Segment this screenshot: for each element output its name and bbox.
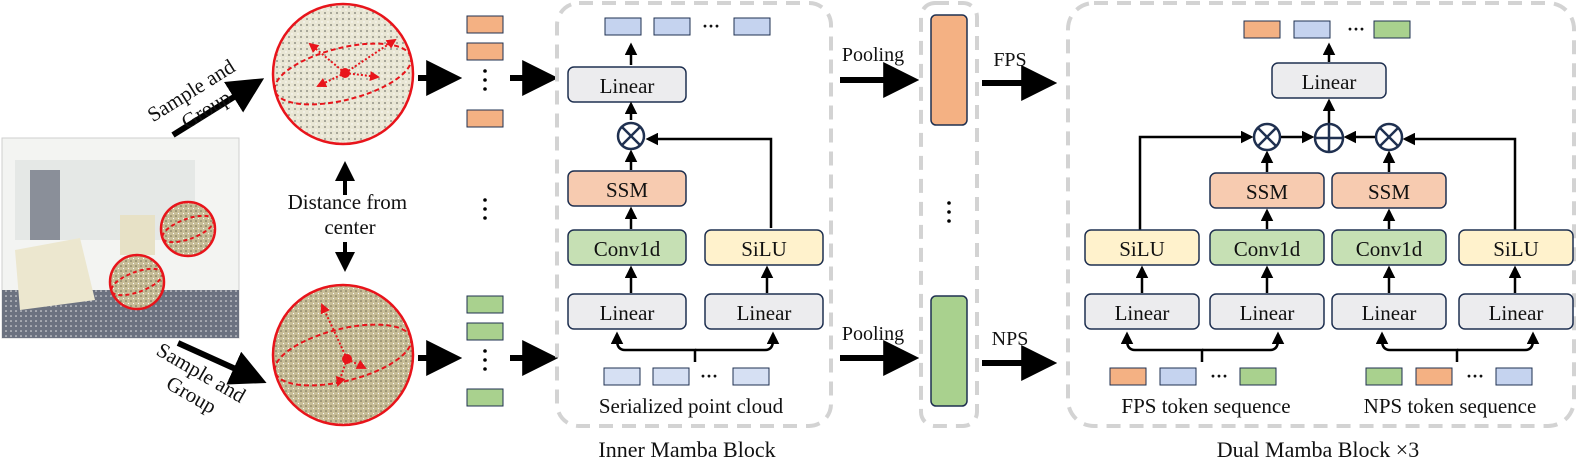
svg-text:Conv1d: Conv1d (1356, 237, 1423, 261)
dual-silu-left (1084, 229, 1200, 266)
inner-ssm (567, 170, 687, 207)
pooled-fps-feature (930, 14, 968, 126)
svg-text:Linear: Linear (1362, 301, 1417, 325)
svg-text:Conv1d: Conv1d (1234, 237, 1301, 261)
dual-linear-3 (1331, 293, 1447, 330)
multiply-icon-left (1252, 122, 1282, 152)
dual-ssm-left (1209, 172, 1325, 209)
green-token-stack (466, 295, 504, 407)
dual-mamba-block: ··· Linear SSM (1066, 1, 1576, 428)
nps-token-sequence-caption: NPS token sequence (1364, 394, 1537, 418)
pooled-features (919, 1, 979, 428)
pooling-label-bottom: Pooling (842, 323, 904, 345)
svg-text:Linear: Linear (1115, 301, 1170, 325)
svg-text:Linear: Linear (737, 301, 792, 325)
svg-text:Linear: Linear (1489, 301, 1544, 325)
group-sphere-bottom (271, 283, 415, 427)
inner-mamba-block: ··· Linear SSM Conv1d SiLU Linear Linear (555, 1, 833, 428)
multiply-icon-right (1374, 122, 1404, 152)
svg-text:SiLU: SiLU (1119, 237, 1165, 261)
dual-linear-4 (1458, 293, 1574, 330)
svg-text:SSM: SSM (1368, 180, 1410, 204)
svg-text:···: ··· (1210, 366, 1228, 386)
fps-token-sequence-caption: FPS token sequence (1121, 394, 1290, 418)
dual-conv1d-left (1209, 229, 1325, 266)
inner-linear-left (567, 293, 687, 330)
vertical-ellipsis (483, 198, 487, 220)
svg-text:Linear: Linear (1302, 70, 1357, 94)
inner-silu (704, 229, 824, 266)
svg-text:···: ··· (1466, 366, 1484, 386)
svg-text:···: ··· (700, 366, 718, 386)
dual-silu-right (1458, 229, 1574, 266)
svg-text:SSM: SSM (1246, 180, 1288, 204)
fps-label: FPS (993, 49, 1026, 71)
sample-group-arrow-top (171, 78, 265, 138)
sample-group-label-top: Sample and Group (143, 51, 256, 147)
svg-text:Linear: Linear (600, 301, 655, 325)
dual-linear-out (1271, 62, 1387, 99)
inner-conv1d (567, 229, 687, 266)
pooled-nps-feature (930, 295, 968, 407)
sample-group-arrow-bottom (176, 340, 267, 385)
dual-conv1d-right (1331, 229, 1447, 266)
nps-label: NPS (992, 328, 1029, 350)
distance-label: Distance from center (288, 190, 413, 239)
svg-text:Linear: Linear (1240, 301, 1295, 325)
dual-ssm-right (1331, 172, 1447, 209)
group-sphere-top (271, 2, 415, 146)
svg-text:···: ··· (702, 16, 720, 36)
svg-text:Conv1d: Conv1d (594, 237, 661, 261)
inner-linear-right (704, 293, 824, 330)
add-icon (1313, 122, 1345, 154)
serialized-point-cloud-caption: Serialized point cloud (599, 394, 784, 418)
svg-text:SiLU: SiLU (741, 237, 787, 261)
dual-linear-2 (1209, 293, 1325, 330)
point-cloud-scene (1, 137, 240, 339)
pooling-label-top: Pooling (842, 44, 904, 66)
svg-text:···: ··· (1347, 19, 1365, 39)
svg-text:SiLU: SiLU (1493, 237, 1539, 261)
dual-linear-1 (1084, 293, 1200, 330)
inner-mamba-block-title: Inner Mamba Block (598, 437, 775, 462)
orange-token-stack (466, 15, 504, 128)
svg-text:Linear: Linear (600, 74, 655, 98)
dual-mamba-block-title: Dual Mamba Block ×3 (1217, 437, 1419, 462)
svg-text:SSM: SSM (606, 178, 648, 202)
multiply-icon (616, 121, 646, 151)
